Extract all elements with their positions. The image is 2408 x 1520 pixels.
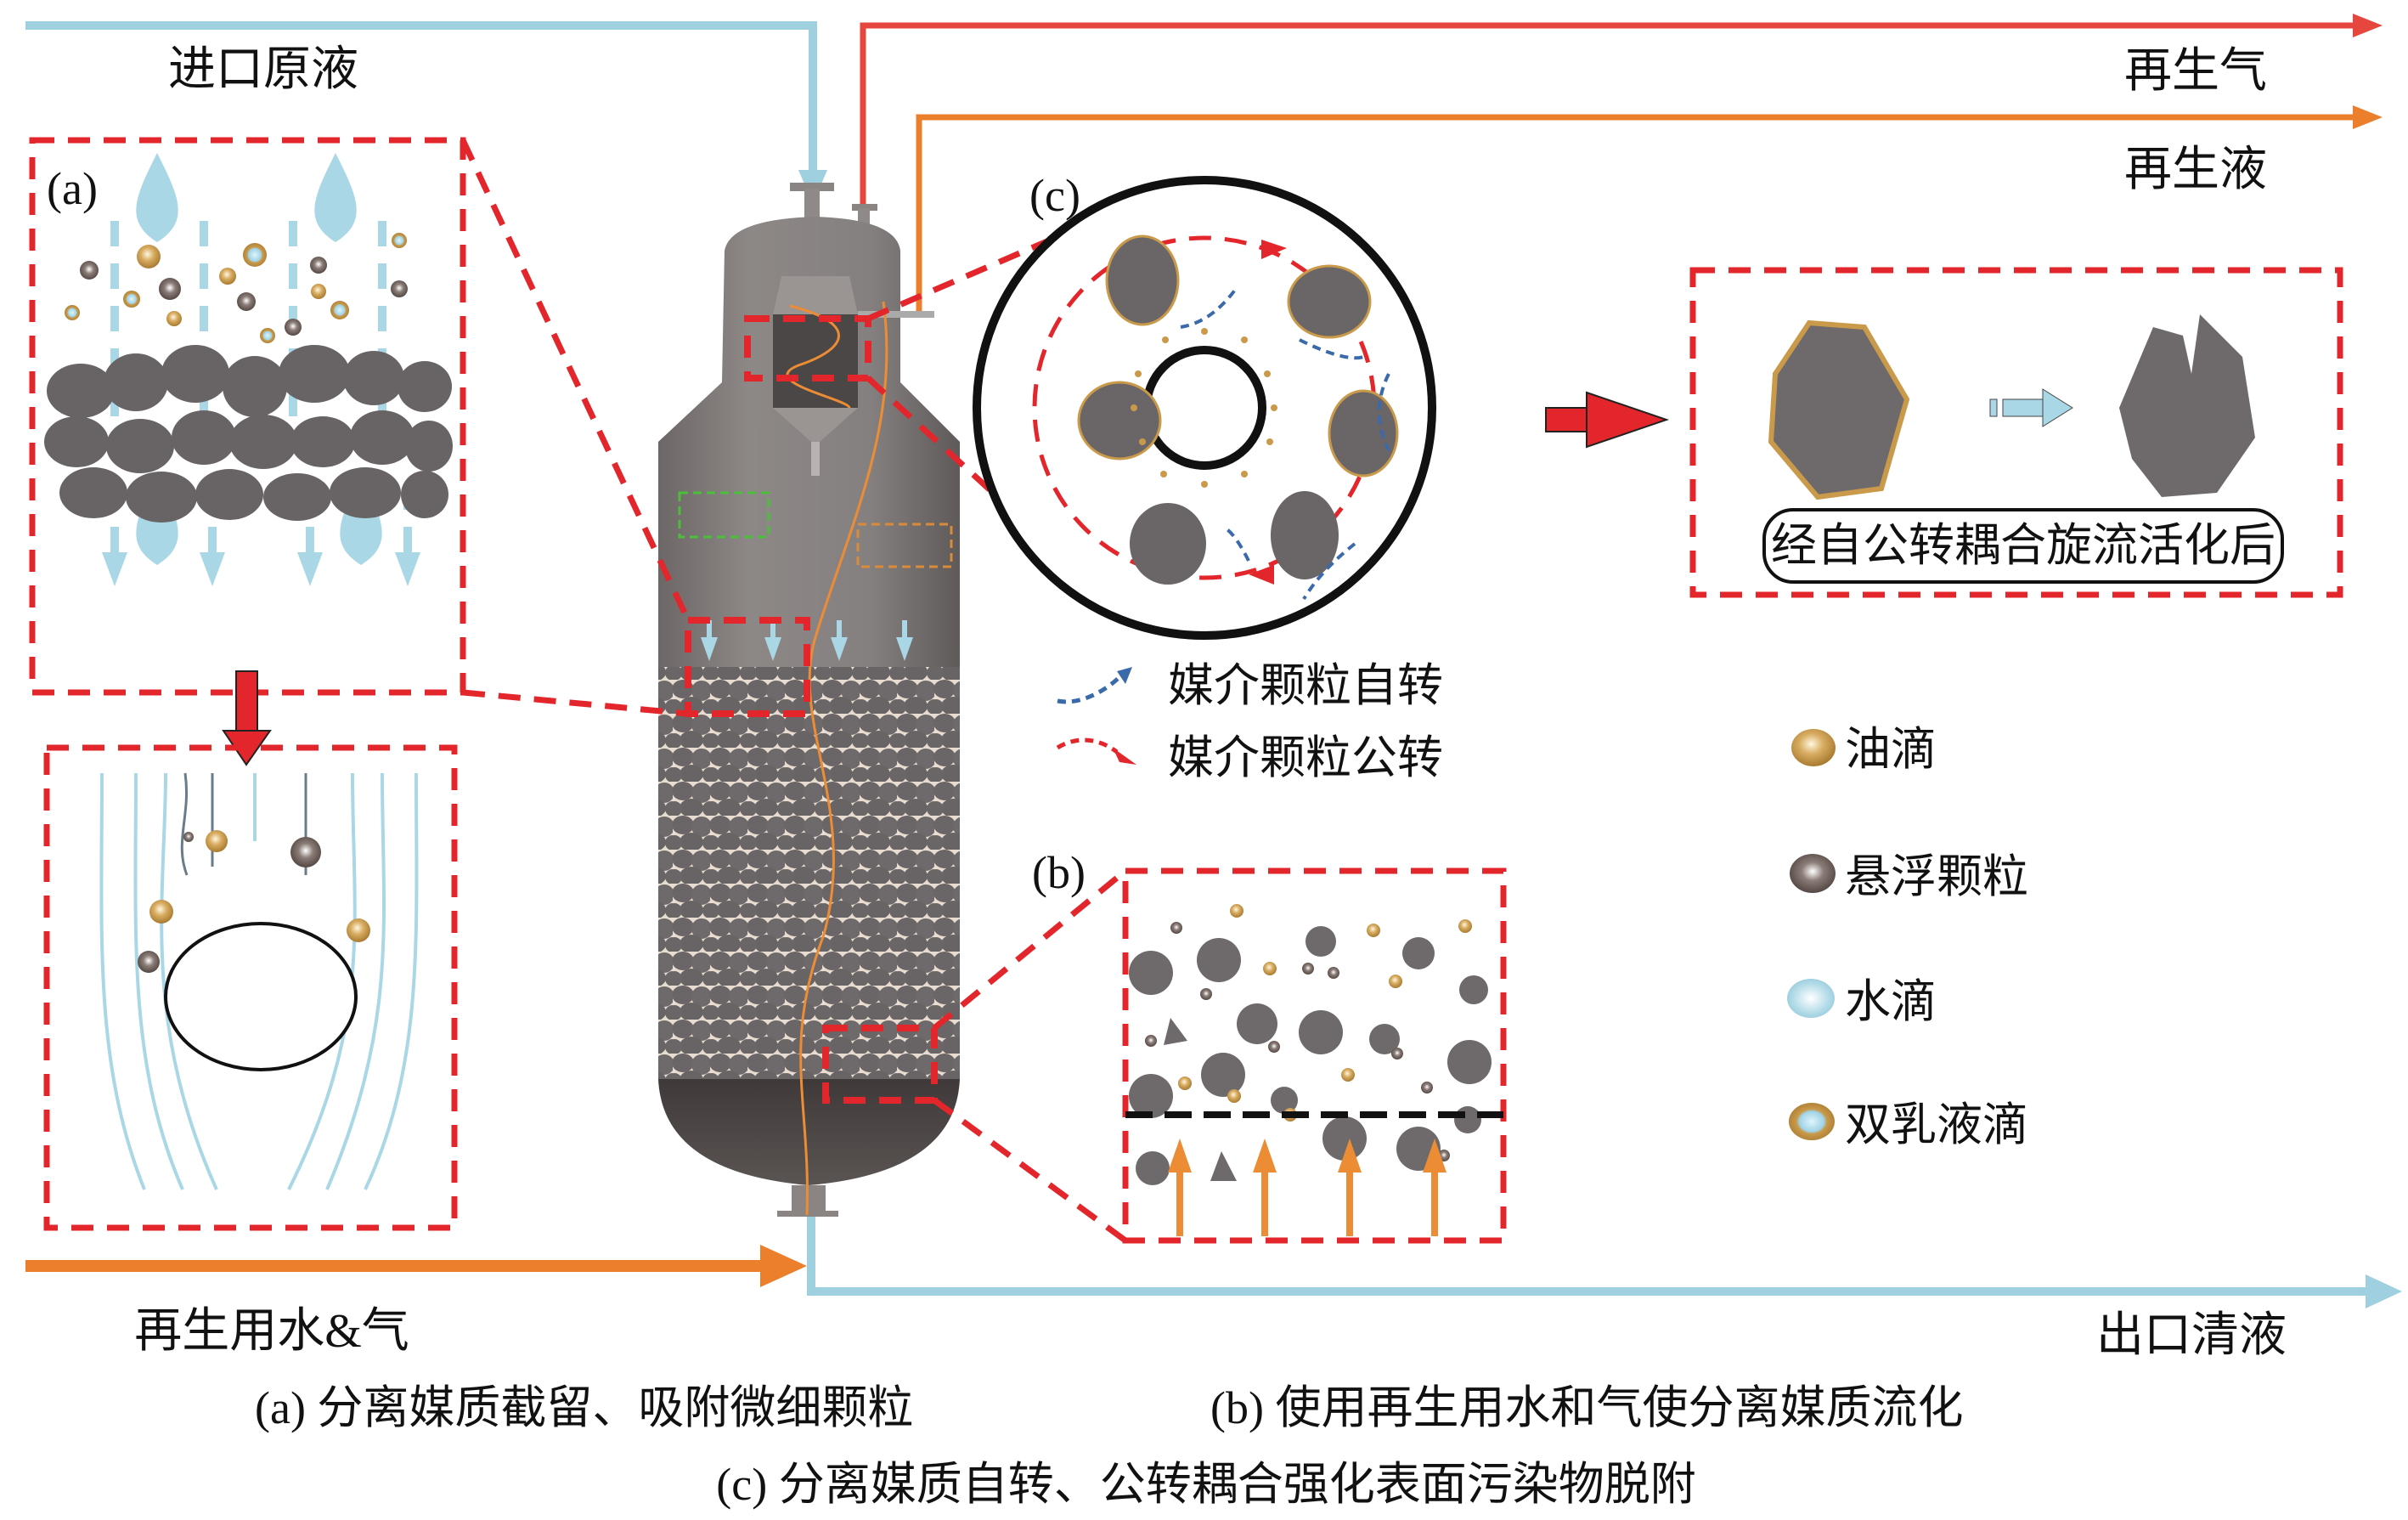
media-bed (658, 667, 960, 1079)
light-arrow-icon (1989, 388, 2073, 427)
outlet-label: 出口清液 (2096, 1309, 2287, 1362)
oil-drop-icon (1791, 729, 1836, 766)
rotation-legend: 媒介颗粒自转 媒介颗粒公转 (1056, 660, 1443, 783)
regen-gas-label: 再生气 (2124, 45, 2267, 98)
green-inset-box (678, 491, 770, 539)
outlet-flow-line (807, 1215, 2402, 1308)
self-rotation-label: 媒介颗粒自转 (1168, 660, 1443, 711)
collector-box (43, 744, 458, 1231)
panel-a-label: (a) (47, 163, 98, 214)
upflow-arrows (1168, 1139, 1446, 1236)
legend-double-emulsion: 双乳液滴 (1845, 1099, 2028, 1150)
revolution-arrow-icon (1261, 240, 1287, 259)
legend-oil: 油滴 (1845, 724, 1937, 775)
revolution-arrow-icon (1249, 565, 1274, 585)
caption-c: (c) 分离媒质自转、公转耦合强化表面污染物脱附 (716, 1459, 1695, 1510)
panel-b-label: (b) (1032, 847, 1086, 898)
orange-inset-box (856, 523, 953, 568)
caption-b: (b) 使用再生用水和气使分离媒质流化 (1210, 1382, 1963, 1433)
media-layer-a (44, 345, 453, 523)
annulus-inner (1142, 346, 1266, 470)
gas-outlet-nozzle (852, 204, 877, 211)
fluidized-media (1129, 926, 1492, 1185)
panel-b: (b) (1032, 847, 1507, 1244)
regen-liquid-label: 再生液 (2124, 144, 2267, 196)
center-particles (1131, 328, 1277, 488)
legend-water: 水滴 (1845, 976, 1937, 1027)
regen-gas-arrow-icon (2353, 14, 2383, 37)
cyclone-internal (773, 276, 934, 476)
regen-water-gas-label: 再生用水&气 (134, 1305, 409, 1358)
revolution-legend-icon (1056, 737, 1119, 754)
revolution-label: 媒介颗粒公转 (1168, 732, 1443, 783)
self-rotation-arrows (1180, 287, 1390, 601)
panel-c-label: (c) (1029, 170, 1080, 221)
regen-gas-line (860, 14, 2383, 217)
separator-vessel (658, 183, 960, 1217)
regen-water-gas-line (25, 1245, 807, 1287)
outlet-arrow-icon (2366, 1274, 2402, 1308)
zone-b-box (822, 1025, 938, 1104)
cyclone-zoom-box (744, 315, 871, 381)
regen-liquid-arrow-icon (2353, 105, 2383, 129)
activated-caption-box (1762, 508, 2284, 584)
particle-legend: 油滴 悬浮颗粒 水滴 双乳液滴 (1787, 724, 2028, 1150)
fouled-media-particle (1768, 319, 1910, 500)
inlet-nozzle (790, 183, 834, 191)
clean-media-particle (2119, 314, 2255, 497)
self-rotation-legend-icon (1057, 674, 1123, 704)
activated-caption: 经自公转耦合旋流活化后 (1771, 520, 2275, 571)
caption-a: (a) 分离媒质截留、吸附微细颗粒 (255, 1382, 913, 1433)
water-drop-icon (1787, 979, 1835, 1018)
suspended-particle-icon (1790, 854, 1836, 893)
regen-water-gas-arrow-icon (760, 1245, 807, 1287)
panel-b-box (1122, 867, 1507, 1244)
regen-liquid-line (916, 105, 2383, 316)
panel-a: (a) (29, 137, 466, 1231)
regen-tube (799, 301, 888, 1216)
right-arrow-icon (1545, 391, 1670, 449)
media-particles-c (1077, 234, 1399, 585)
contaminants-a (65, 233, 408, 343)
panel-c: (c) (973, 170, 2343, 640)
inlet-label: 进口原液 (168, 43, 358, 96)
double-emulsion-icon (1789, 1103, 1835, 1140)
collector-sphere (164, 922, 358, 1071)
legend-suspended: 悬浮颗粒 (1845, 851, 2028, 902)
streamlines (99, 772, 419, 1190)
activated-box (1689, 267, 2343, 598)
zone-a-box (685, 617, 810, 717)
